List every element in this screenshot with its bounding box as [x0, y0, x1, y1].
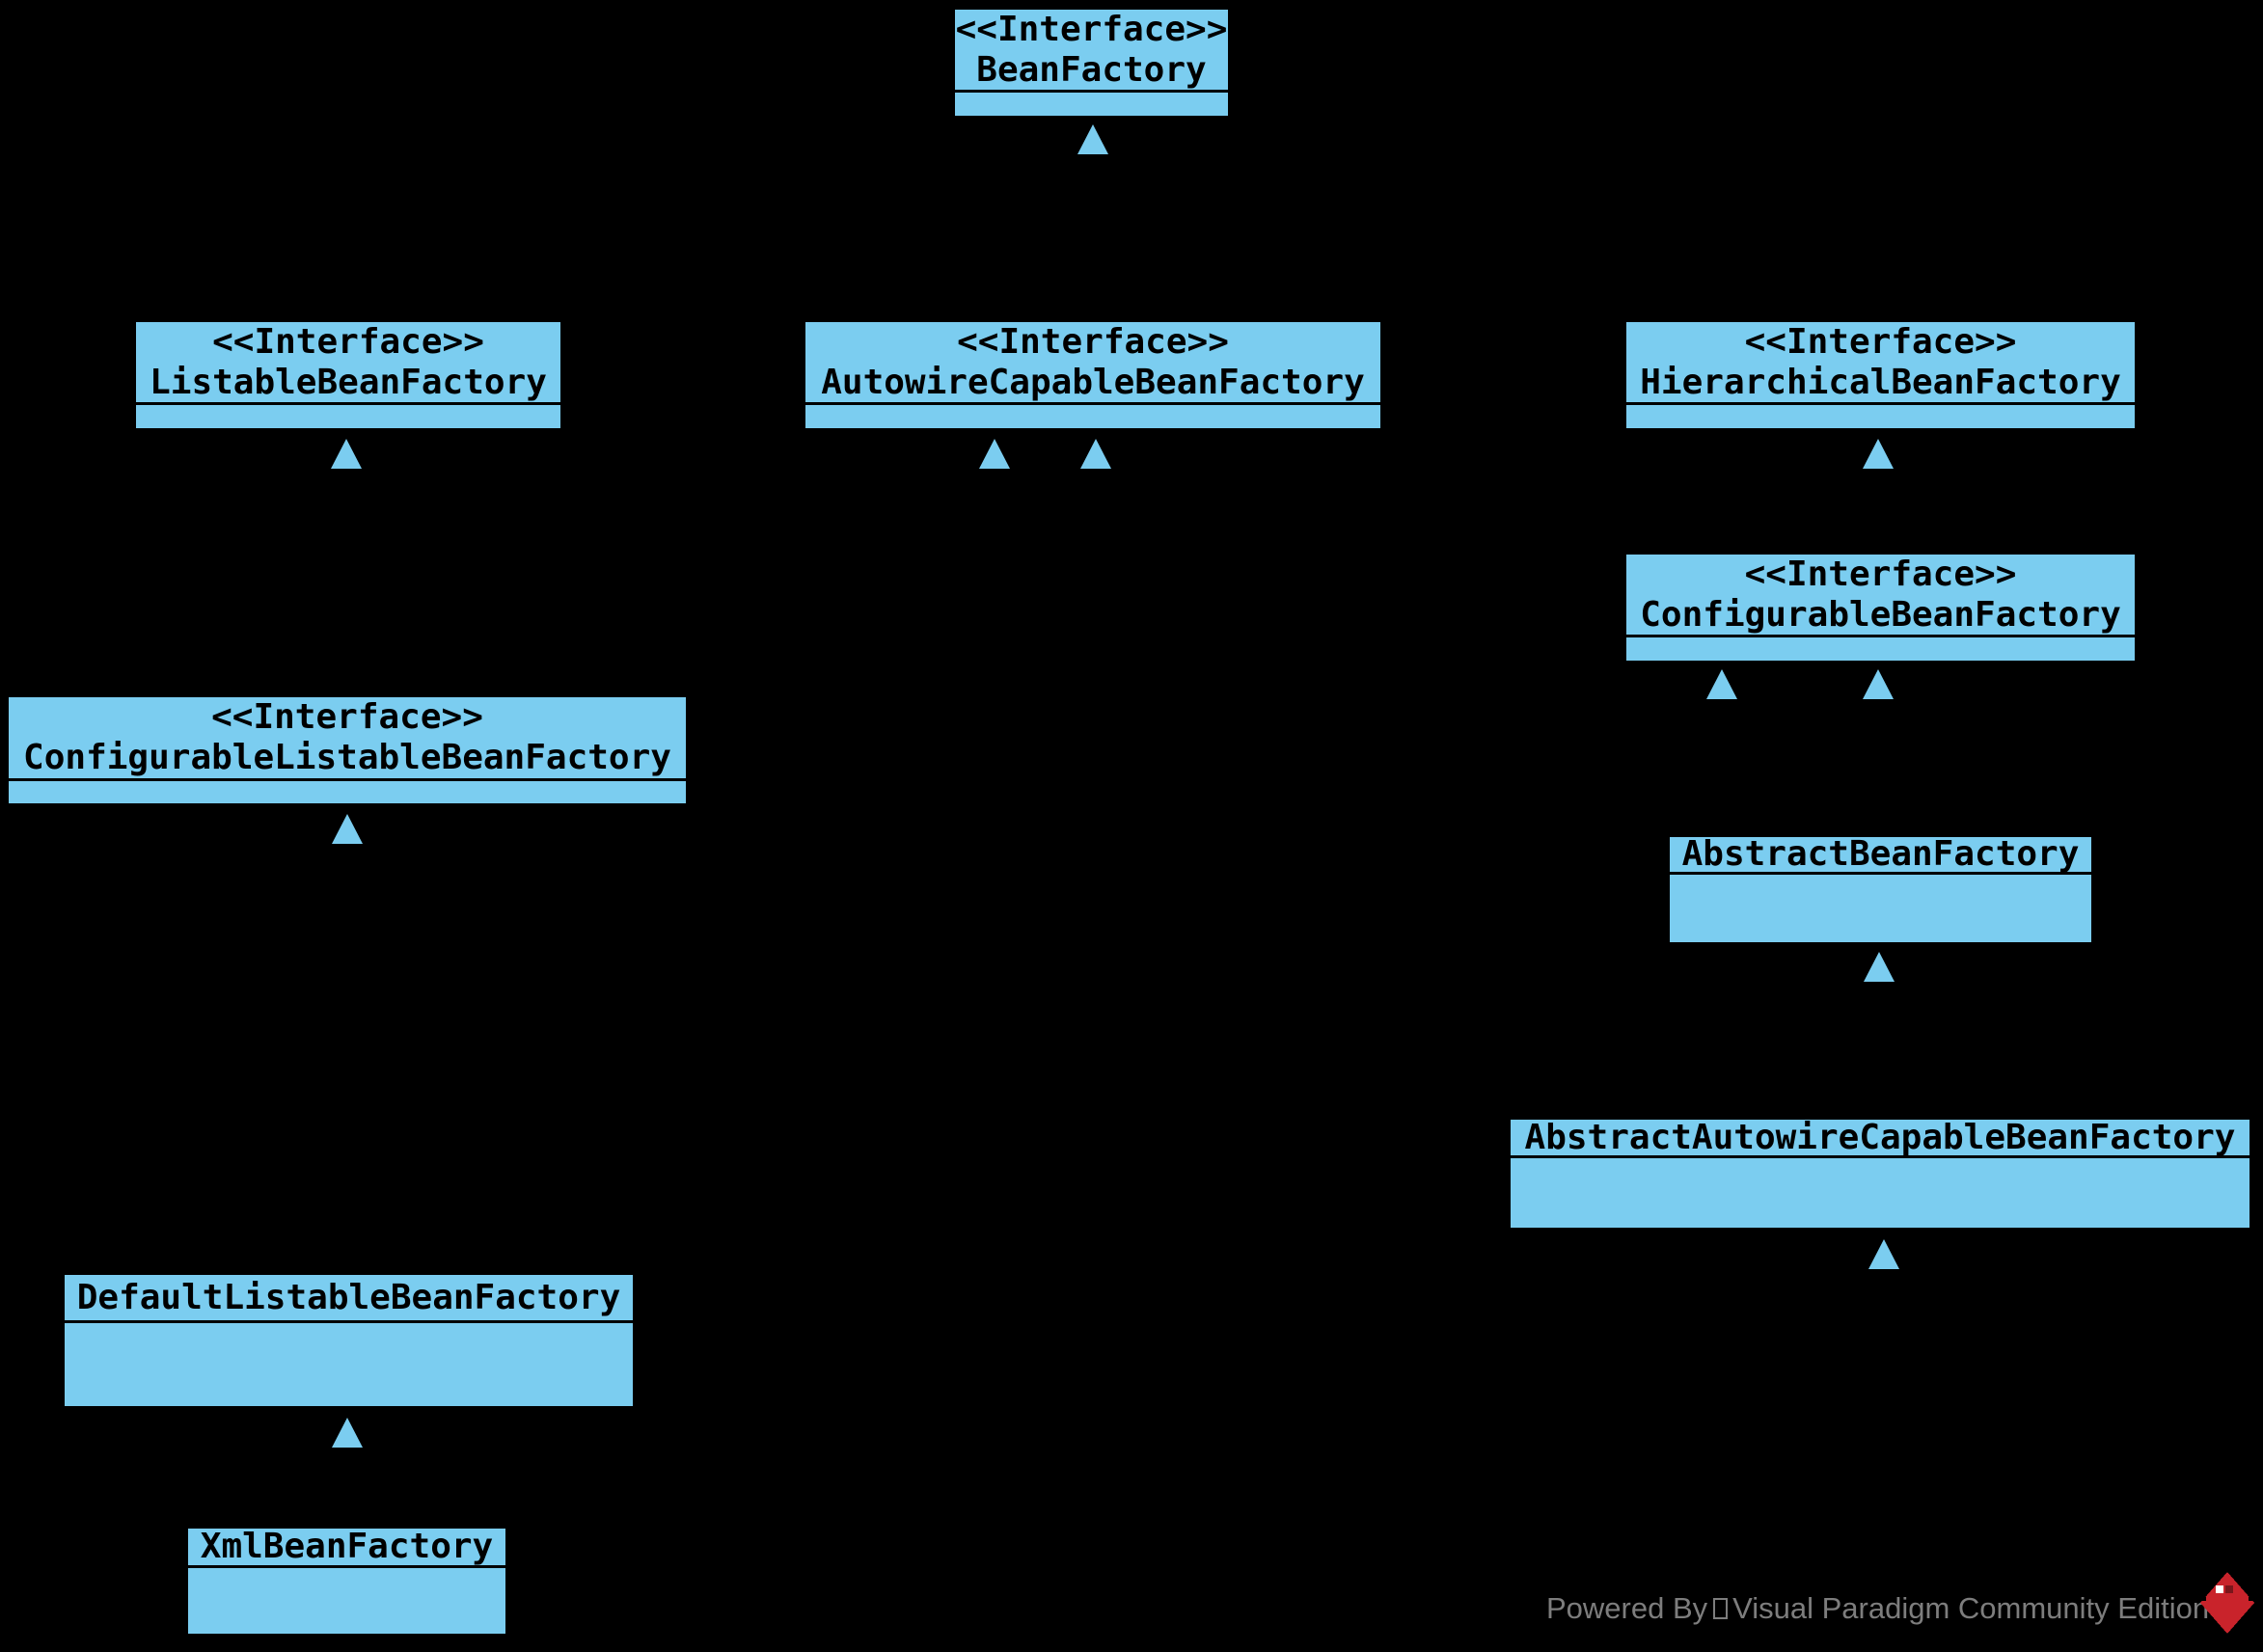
class-header: <<Interface>> ListableBeanFactory	[136, 322, 560, 405]
class-header: <<Interface>> BeanFactory	[955, 10, 1228, 93]
class-box-abstract-bean-factory: AbstractBeanFactory	[1668, 834, 2093, 944]
class-name-label: BeanFactory	[976, 49, 1207, 90]
empty-compartment	[955, 93, 1228, 116]
empty-compartment	[65, 1323, 633, 1406]
empty-compartment	[1670, 875, 2091, 942]
class-header: XmlBeanFactory	[188, 1527, 505, 1568]
empty-compartment	[1626, 405, 2135, 428]
generalization-arrowhead	[1077, 124, 1108, 154]
class-box-default-listable-bean-factory: DefaultListableBeanFactory	[63, 1273, 635, 1408]
generalization-arrowhead	[332, 1418, 363, 1448]
missing-glyph-box	[1713, 1598, 1729, 1619]
class-box-configurable-listable-bean-factory: <<Interface>> ConfigurableListableBeanFa…	[7, 695, 688, 805]
class-name-label: ListableBeanFactory	[150, 362, 547, 402]
class-box-xml-bean-factory: XmlBeanFactory	[186, 1527, 507, 1636]
empty-compartment	[9, 781, 686, 803]
class-header: <<Interface>> ConfigurableBeanFactory	[1626, 555, 2135, 637]
class-name-label: XmlBeanFactory	[200, 1527, 494, 1566]
powered-by-product: Visual Paradigm Community Edition	[1732, 1591, 2210, 1625]
class-name-label: DefaultListableBeanFactory	[76, 1277, 621, 1317]
empty-compartment	[1626, 637, 2135, 661]
generalization-arrowhead	[332, 814, 363, 844]
class-name-label: ConfigurableBeanFactory	[1640, 594, 2121, 635]
generalization-arrowhead	[1080, 439, 1111, 469]
class-name-label: AbstractBeanFactory	[1681, 834, 2080, 874]
class-box-hierarchical-bean-factory: <<Interface>> HierarchicalBeanFactory	[1624, 320, 2137, 430]
powered-by-prefix: Powered By	[1546, 1591, 1708, 1625]
generalization-arrowhead	[1864, 952, 1895, 982]
class-header: <<Interface>> AutowireCapableBeanFactory	[805, 322, 1380, 405]
empty-compartment	[1511, 1158, 2249, 1228]
stereotype-label: <<Interface>>	[212, 321, 484, 362]
stereotype-label: <<Interface>>	[211, 697, 483, 737]
stereotype-label: <<Interface>>	[957, 321, 1229, 362]
empty-compartment	[805, 405, 1380, 428]
generalization-arrowhead	[1868, 1239, 1899, 1269]
stereotype-label: <<Interface>>	[1744, 321, 2017, 362]
stereotype-label: <<Interface>>	[1744, 554, 2017, 594]
class-name-label: ConfigurableListableBeanFactory	[23, 738, 671, 777]
class-box-bean-factory: <<Interface>> BeanFactory	[953, 8, 1230, 118]
class-box-autowire-capable-bean-factory: <<Interface>> AutowireCapableBeanFactory	[804, 320, 1382, 430]
generalization-arrowhead	[1863, 669, 1894, 699]
visual-paradigm-logo-icon	[2200, 1572, 2254, 1634]
class-header: DefaultListableBeanFactory	[65, 1275, 633, 1323]
class-header: AbstractAutowireCapableBeanFactory	[1511, 1117, 2249, 1158]
class-box-abstract-autowire-capable-bean-factory: AbstractAutowireCapableBeanFactory	[1509, 1118, 2251, 1230]
generalization-arrowhead	[1706, 669, 1737, 699]
stereotype-label: <<Interface>>	[955, 9, 1228, 49]
powered-by-text: Powered By Visual Paradigm Community Edit…	[1546, 1591, 2209, 1626]
generalization-arrowhead	[1863, 439, 1894, 469]
class-box-configurable-bean-factory: <<Interface>> ConfigurableBeanFactory	[1624, 553, 2137, 663]
class-name-label: AutowireCapableBeanFactory	[821, 362, 1365, 402]
class-header: <<Interface>> HierarchicalBeanFactory	[1626, 322, 2135, 405]
class-header: <<Interface>> ConfigurableListableBeanFa…	[9, 697, 686, 781]
class-box-listable-bean-factory: <<Interface>> ListableBeanFactory	[134, 320, 562, 430]
class-name-label: HierarchicalBeanFactory	[1640, 362, 2121, 402]
generalization-arrowhead	[979, 439, 1010, 469]
class-name-label: AbstractAutowireCapableBeanFactory	[1524, 1117, 2236, 1157]
empty-compartment	[188, 1568, 505, 1634]
generalization-arrowhead	[331, 439, 362, 469]
empty-compartment	[136, 405, 560, 428]
class-header: AbstractBeanFactory	[1670, 834, 2091, 875]
